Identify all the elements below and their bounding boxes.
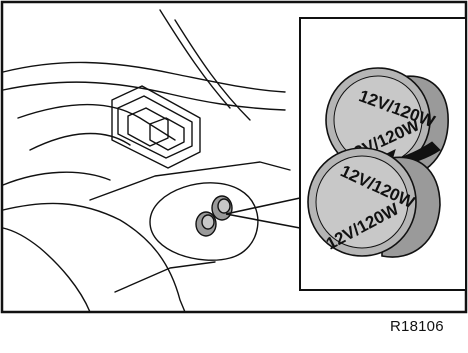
figure-reference-code: R18106 (390, 318, 468, 335)
